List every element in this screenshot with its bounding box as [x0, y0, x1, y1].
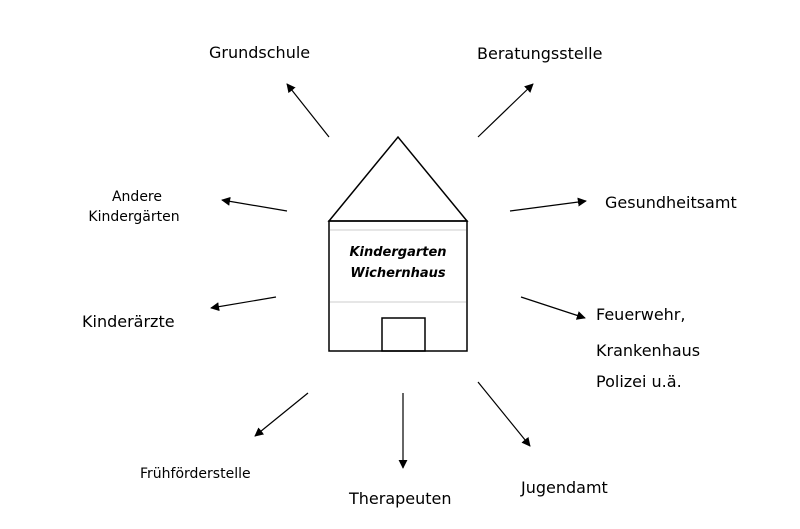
label-feuerwehr-line1: Feuerwehr,: [596, 305, 685, 324]
house-title-line1: Kindergarten: [349, 245, 446, 260]
arrow-beratungsstelle: [477, 83, 534, 138]
label-jugendamt: Jugendamt: [520, 478, 608, 497]
label-grundschule: Grundschule: [209, 43, 310, 62]
label-feuerwehr-line3: Polizei u.ä.: [596, 372, 682, 391]
label-fruehfoerderstelle: Frühförderstelle: [140, 466, 251, 482]
house-door: [381, 317, 426, 352]
arrow-grundschule: [286, 83, 330, 138]
house-body: [328, 220, 468, 352]
house: Kindergarten Wichernhaus: [327, 135, 469, 352]
label-andere-line2: Kindergärten: [88, 209, 179, 225]
label-feuerwehr-line2: Krankenhaus: [596, 341, 700, 360]
label-gesundheitsamt: Gesundheitsamt: [605, 193, 737, 212]
arrows: [210, 83, 587, 469]
arrow-fruehfoerderstelle: [254, 392, 309, 437]
labels: Grundschule Beratungsstelle Andere Kinde…: [82, 43, 737, 508]
label-beratungsstelle: Beratungsstelle: [477, 44, 602, 63]
label-andere-line1: Andere: [112, 189, 162, 205]
label-kinderaerzte: Kinderärzte: [82, 312, 175, 331]
label-therapeuten: Therapeuten: [348, 489, 452, 508]
house-title-line2: Wichernhaus: [350, 266, 446, 281]
arrow-kinderaerzte: [210, 296, 277, 312]
arrow-feuerwehr: [520, 296, 586, 320]
arrow-gesundheitsamt: [509, 197, 587, 212]
arrow-andere-kindergaerten: [221, 196, 288, 212]
house-roof: [327, 135, 469, 222]
arrow-jugendamt: [477, 381, 531, 447]
